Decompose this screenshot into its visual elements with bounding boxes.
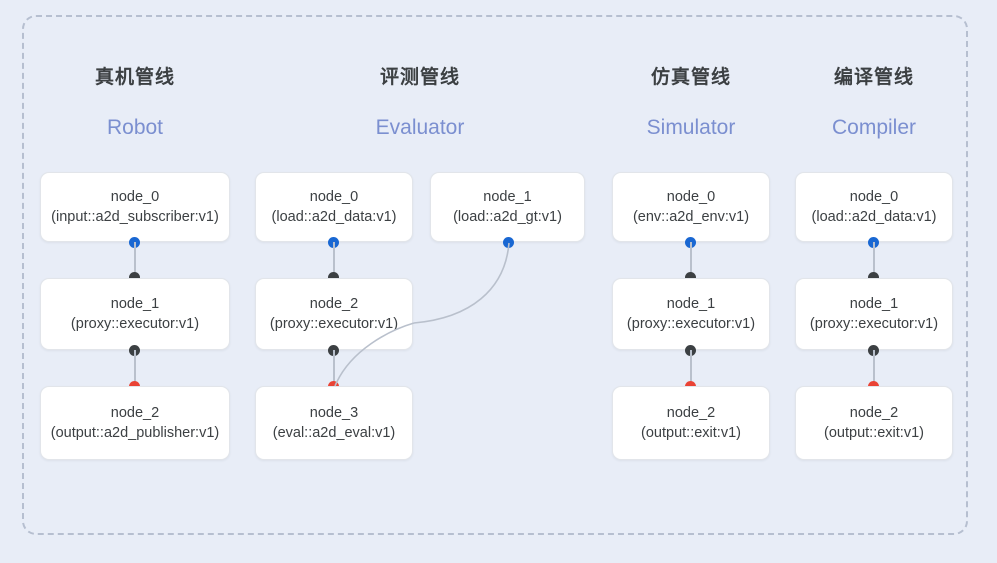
port-input-black[interactable] bbox=[129, 272, 140, 283]
edge-compiler-1-2 bbox=[873, 350, 875, 386]
edge-simulator-0-1 bbox=[690, 242, 692, 278]
node-type: (load::a2d_data:v1) bbox=[811, 209, 937, 225]
edge-evaluator-2-3 bbox=[333, 350, 335, 386]
node-name: node_2 bbox=[849, 405, 899, 421]
node-evaluator-0[interactable]: node_0 (load::a2d_data:v1) bbox=[255, 172, 413, 242]
node-compiler-2[interactable]: node_2 (output::exit:v1) bbox=[795, 386, 953, 460]
node-name: node_0 bbox=[849, 189, 899, 205]
node-simulator-0[interactable]: node_0 (env::a2d_env:v1) bbox=[612, 172, 770, 242]
edge-simulator-1-2 bbox=[690, 350, 692, 386]
port-input-black[interactable] bbox=[868, 272, 879, 283]
node-type: (load::a2d_data:v1) bbox=[271, 209, 397, 225]
node-robot-2[interactable]: node_2 (output::a2d_publisher:v1) bbox=[40, 386, 230, 460]
node-type: (proxy::executor:v1) bbox=[809, 316, 939, 332]
node-type: (proxy::executor:v1) bbox=[70, 316, 200, 332]
port-input-black[interactable] bbox=[328, 272, 339, 283]
node-type: (eval::a2d_eval:v1) bbox=[272, 425, 396, 441]
diagram-dashed-frame bbox=[22, 15, 968, 535]
node-name: node_1 bbox=[666, 296, 716, 312]
node-name: node_2 bbox=[666, 405, 716, 421]
node-name: node_2 bbox=[309, 296, 359, 312]
node-type: (proxy::executor:v1) bbox=[269, 316, 399, 332]
node-name: node_1 bbox=[110, 296, 160, 312]
node-compiler-0[interactable]: node_0 (load::a2d_data:v1) bbox=[795, 172, 953, 242]
node-name: node_0 bbox=[309, 189, 359, 205]
node-type: (env::a2d_env:v1) bbox=[632, 209, 750, 225]
edge-compiler-0-1 bbox=[873, 242, 875, 278]
node-evaluator-3[interactable]: node_3 (eval::a2d_eval:v1) bbox=[255, 386, 413, 460]
node-type: (input::a2d_subscriber:v1) bbox=[51, 209, 219, 225]
node-compiler-1[interactable]: node_1 (proxy::executor:v1) bbox=[795, 278, 953, 350]
node-name: node_1 bbox=[483, 189, 532, 205]
node-evaluator-2[interactable]: node_2 (proxy::executor:v1) bbox=[255, 278, 413, 350]
node-robot-0[interactable]: node_0 (input::a2d_subscriber:v1) bbox=[40, 172, 230, 242]
node-robot-1[interactable]: node_1 (proxy::executor:v1) bbox=[40, 278, 230, 350]
node-type: (output::a2d_publisher:v1) bbox=[50, 425, 220, 441]
node-evaluator-gt[interactable]: node_1 (load::a2d_gt:v1) bbox=[430, 172, 585, 242]
node-type: (proxy::executor:v1) bbox=[626, 316, 756, 332]
edge-robot-0-1 bbox=[134, 242, 136, 278]
node-type: (output::exit:v1) bbox=[824, 425, 924, 441]
node-name: node_2 bbox=[110, 405, 160, 421]
node-type: (output::exit:v1) bbox=[641, 425, 741, 441]
node-name: node_3 bbox=[309, 405, 359, 421]
node-simulator-1[interactable]: node_1 (proxy::executor:v1) bbox=[612, 278, 770, 350]
node-name: node_1 bbox=[849, 296, 899, 312]
port-input-black[interactable] bbox=[685, 272, 696, 283]
edge-evaluator-0-2 bbox=[333, 242, 335, 278]
port-output-blue[interactable] bbox=[503, 237, 514, 248]
node-name: node_0 bbox=[666, 189, 716, 205]
node-simulator-2[interactable]: node_2 (output::exit:v1) bbox=[612, 386, 770, 460]
node-type: (load::a2d_gt:v1) bbox=[453, 209, 562, 225]
node-name: node_0 bbox=[110, 189, 160, 205]
edge-robot-1-2 bbox=[134, 350, 136, 386]
